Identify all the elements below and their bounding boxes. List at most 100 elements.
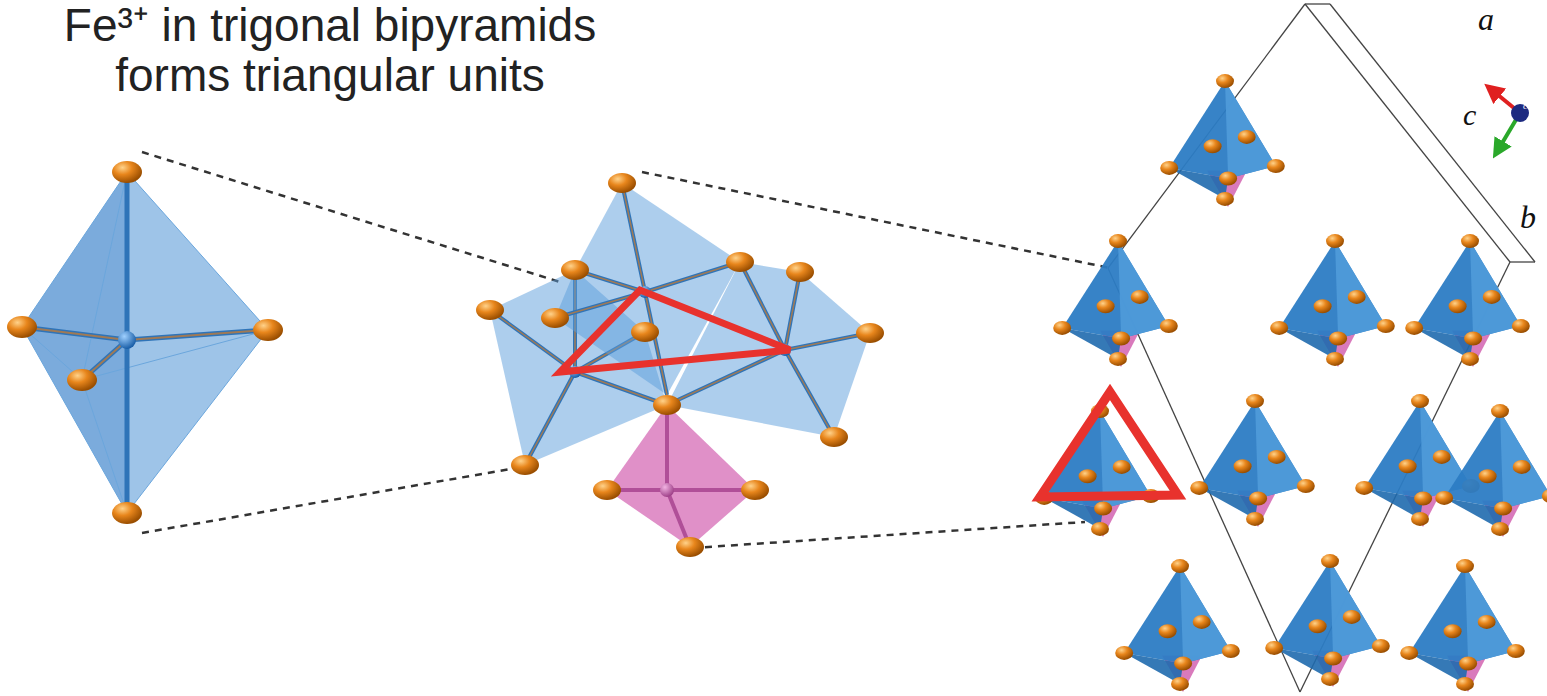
oxygen-atom: [1314, 299, 1332, 313]
pyramid-face: [1199, 401, 1306, 498]
edge-line: [127, 330, 268, 513]
edge-line: [22, 327, 127, 513]
axis-label: c: [1463, 98, 1476, 131]
axis-label: a: [1478, 2, 1494, 37]
bond: [645, 292, 667, 395]
oxygen-atom: [1115, 646, 1133, 660]
axis-label: c: [1523, 100, 1527, 111]
oxygen-atom: [1343, 610, 1361, 624]
oxygen-atom: [1193, 615, 1211, 629]
oxygen-atom: [1216, 74, 1234, 88]
oxygen-atom: [1222, 644, 1240, 658]
oxygen-atom: [820, 427, 848, 447]
oxygen-atom: [1246, 394, 1264, 408]
bond: [785, 350, 834, 437]
oxygen-atom: [561, 260, 589, 280]
oxygen-atom: [1053, 321, 1071, 335]
oxygen-atom: [1355, 481, 1373, 495]
oxygen-atom: [1171, 559, 1189, 573]
oxygen-atom: [1234, 459, 1252, 473]
pyramid-face: [1169, 81, 1276, 178]
oxygen-atom: [1216, 192, 1234, 206]
edge-line: [127, 172, 268, 330]
bond: [22, 327, 127, 340]
pyramid-face: [1274, 561, 1381, 658]
oxygen-atom: [1461, 352, 1479, 366]
oxygen-atom: [253, 319, 283, 341]
oxygen-atom: [1433, 450, 1451, 464]
oxygen-atom: [1159, 624, 1177, 638]
oxygen-atom: [1461, 234, 1479, 248]
oxygen-atom: [1411, 512, 1429, 526]
triangle-marker: [1040, 392, 1178, 497]
oxygen-atom: [1094, 501, 1112, 515]
bipyramid-face: [22, 172, 127, 513]
bond: [645, 292, 667, 395]
pyramid-face: [1062, 241, 1169, 338]
oxygen-atom: [1109, 352, 1127, 366]
oxygen-atom: [1267, 159, 1285, 173]
bond: [127, 330, 268, 340]
oxygen-atom: [1171, 677, 1189, 691]
oxygen-atom: [1507, 644, 1525, 658]
oxygen-atom: [1219, 171, 1237, 185]
bond: [22, 327, 127, 340]
oxygen-atom: [593, 480, 621, 500]
bond: [645, 262, 740, 292]
oxygen-atom: [1329, 331, 1347, 345]
pyramid-face: [1409, 566, 1516, 663]
oxygen-atom: [1483, 290, 1501, 304]
oxygen-atom: [1494, 501, 1512, 515]
oxygen-atom: [1479, 469, 1497, 483]
bond: [525, 372, 575, 465]
oxygen-atom: [1131, 290, 1149, 304]
oxygen-atom: [1174, 656, 1192, 670]
bond: [785, 350, 834, 437]
bond: [125, 340, 130, 513]
oxygen-atom: [1079, 469, 1097, 483]
unit-cell: [1510, 261, 1535, 262]
bond: [645, 262, 740, 292]
bond: [622, 183, 645, 292]
oxygen-atom: [112, 161, 142, 183]
oxygen-atom: [1372, 639, 1390, 653]
oxygen-atom: [726, 252, 754, 272]
slide-title: Fe³⁺ in trigonal bipyramids forms triang…: [0, 0, 660, 100]
oxygen-atom: [1265, 641, 1283, 655]
oxygen-atom: [1238, 130, 1256, 144]
pyramid-face: [1414, 241, 1521, 338]
oxygen-atom: [1513, 460, 1531, 474]
oxygen-atom: [1097, 299, 1115, 313]
oxygen-atom: [631, 322, 659, 342]
oxygen-atom: [1449, 299, 1467, 313]
oxygen-atom: [1405, 321, 1423, 335]
oxygen-atom: [1348, 290, 1366, 304]
unit-cell: [1305, 4, 1510, 262]
oxygen-atom: [7, 316, 37, 338]
oxygen-atom: [476, 300, 504, 320]
oxygen-atom: [608, 173, 636, 193]
oxygen-atom: [1091, 522, 1109, 536]
zoom-line: [692, 522, 1085, 548]
zoom-line: [142, 467, 522, 533]
oxygen-atom: [112, 502, 142, 524]
oxygen-atom: [1464, 331, 1482, 345]
oxygen-atom: [1246, 512, 1264, 526]
bond: [525, 372, 575, 465]
pyramid-face: [1444, 411, 1547, 508]
bond: [785, 272, 800, 350]
oxygen-atom: [741, 480, 769, 500]
oxygen-atom: [67, 369, 97, 391]
oxygen-atom: [1456, 559, 1474, 573]
oxygen-atom: [1160, 161, 1178, 175]
oxygen-atom: [1411, 394, 1429, 408]
oxygen-atom: [1321, 672, 1339, 686]
oxygen-atom: [1204, 139, 1222, 153]
oxygen-atom: [1270, 321, 1288, 335]
bond: [665, 405, 669, 490]
edge-line: [22, 172, 127, 327]
oxygen-atom: [1309, 619, 1327, 633]
pyramid-face: [1279, 241, 1386, 338]
pyramid-face: [1124, 566, 1231, 663]
